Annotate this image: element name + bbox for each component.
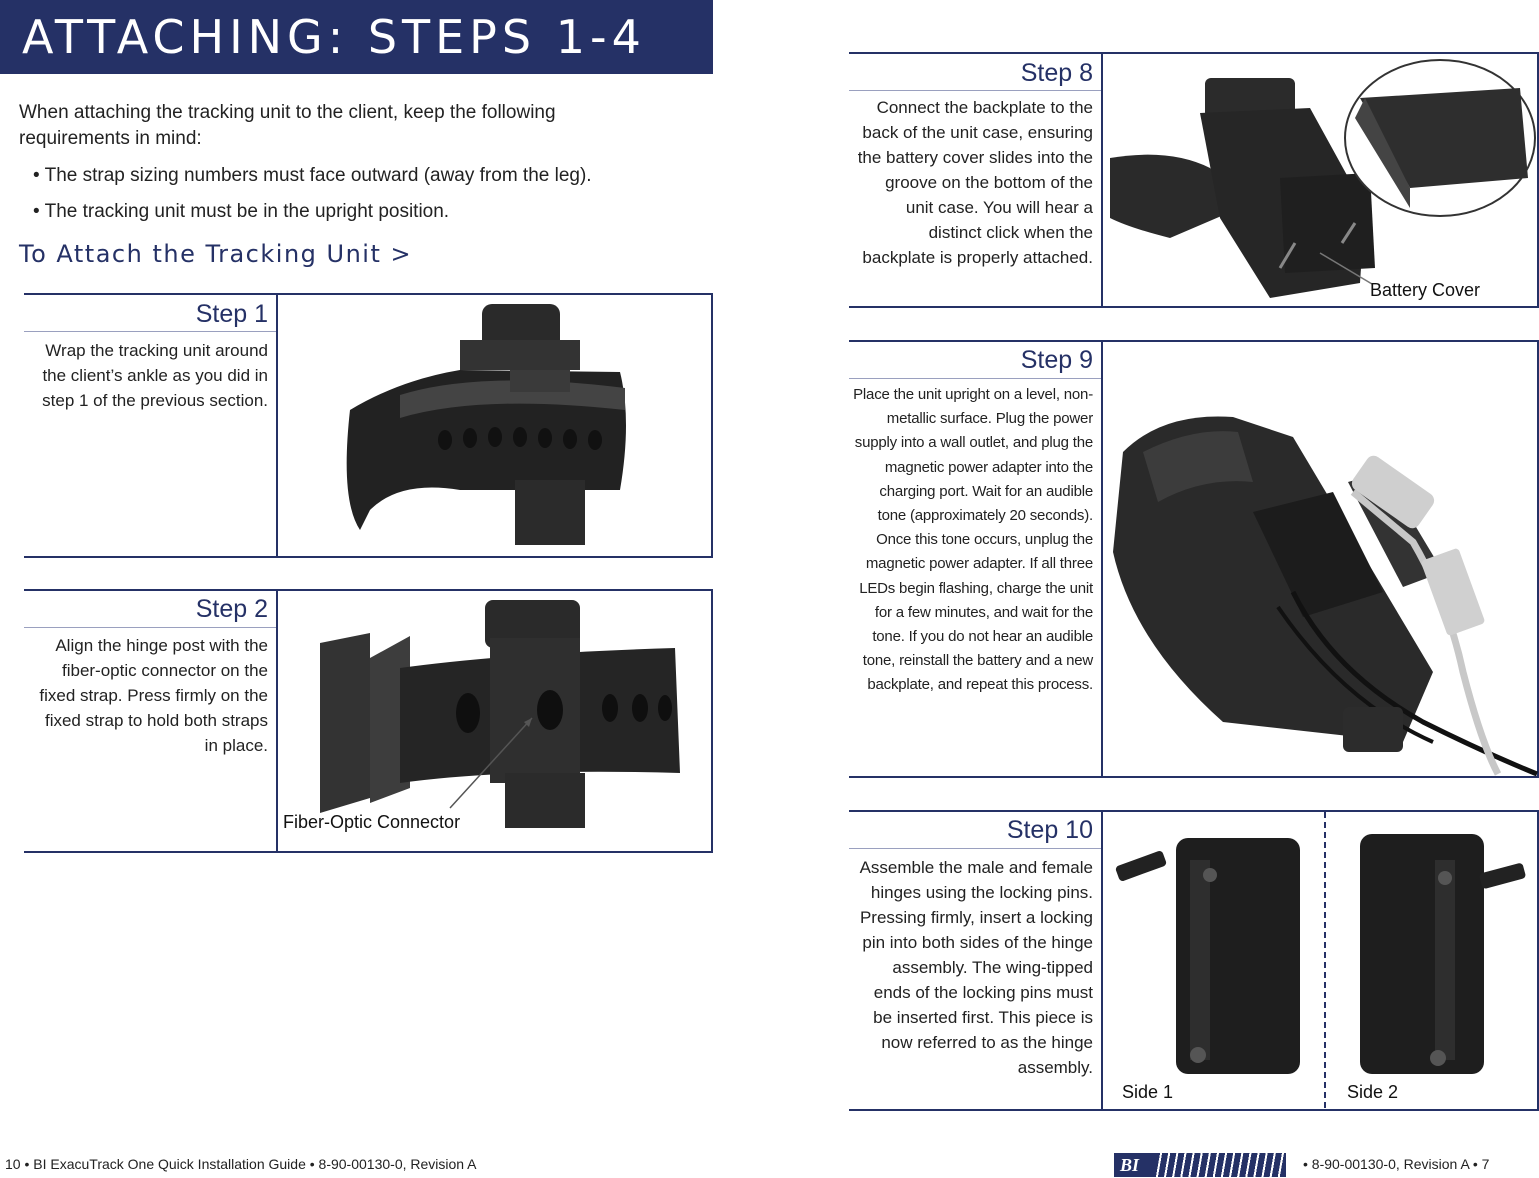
step-2-title: Step 2 bbox=[195, 595, 268, 623]
title-underline bbox=[849, 378, 1101, 379]
step-8-text: Connect the backplate to the back of the… bbox=[857, 98, 1093, 267]
footer-right: • 8-90-00130-0, Revision A • 7 bbox=[1303, 1156, 1490, 1172]
step-8-title: Step 8 bbox=[1020, 59, 1093, 87]
charging-photo bbox=[1113, 416, 1538, 777]
title-banner bbox=[0, 0, 713, 74]
step-top-rule bbox=[849, 810, 1539, 812]
step-top-rule bbox=[849, 340, 1539, 342]
title-underline bbox=[849, 848, 1101, 849]
step-frame-edge bbox=[1537, 340, 1539, 778]
side-1-label: Side 1 bbox=[1122, 1082, 1174, 1102]
step-bottom-rule bbox=[24, 556, 713, 558]
intro-paragraph: When attaching the tracking unit to the … bbox=[19, 102, 556, 149]
intro-text: When attaching the tracking unit to the … bbox=[19, 100, 639, 152]
battery-cover-label: Battery Cover bbox=[1370, 280, 1481, 300]
title-underline bbox=[849, 90, 1101, 91]
strap-wrap-photo bbox=[346, 304, 626, 545]
step-10-title: Step 10 bbox=[1006, 816, 1093, 844]
step-frame-edge bbox=[1537, 810, 1539, 1111]
step-bottom-rule bbox=[24, 851, 713, 853]
backplate-photo bbox=[1110, 59, 1536, 298]
step-top-rule bbox=[849, 52, 1539, 54]
step-9-text: Place the unit upright on a level, non-m… bbox=[853, 386, 1093, 694]
page-title: ATTACHING: STEPS 1-4 bbox=[22, 10, 646, 64]
step-frame-edge bbox=[1537, 52, 1539, 308]
step-frame-edge bbox=[711, 589, 713, 853]
step-top-rule bbox=[24, 589, 713, 591]
step-divider bbox=[276, 589, 278, 853]
step-divider bbox=[1101, 810, 1103, 1111]
hinge-side-2-photo bbox=[1360, 834, 1526, 1074]
step-top-rule bbox=[24, 293, 713, 295]
step-10-text: Assemble the male and female hinges usin… bbox=[859, 858, 1093, 1077]
title-underline bbox=[24, 627, 276, 628]
step-bottom-rule bbox=[849, 776, 1539, 778]
hinge-alignment-photo bbox=[320, 600, 680, 828]
footer-left: 10 • BI ExacuTrack One Quick Installatio… bbox=[5, 1156, 477, 1172]
step-9-title: Step 9 bbox=[1020, 346, 1093, 374]
step-bottom-rule bbox=[849, 1109, 1539, 1111]
step-divider bbox=[1101, 340, 1103, 778]
title-underline bbox=[24, 331, 276, 332]
step-1-text: Wrap the tracking unit around the client… bbox=[42, 341, 268, 410]
step-divider bbox=[276, 293, 278, 558]
step-2-text: Align the hinge post with the fiber-opti… bbox=[39, 636, 268, 755]
step-bottom-rule bbox=[849, 306, 1539, 308]
bi-logo-stripes bbox=[1154, 1153, 1286, 1177]
sides-divider bbox=[1324, 812, 1326, 1108]
fiber-optic-connector-label: Fiber-Optic Connector bbox=[283, 812, 461, 832]
step-divider bbox=[1101, 52, 1103, 308]
requirement-bullet: • The tracking unit must be in the uprig… bbox=[33, 201, 450, 222]
hinge-side-1-photo bbox=[1115, 838, 1300, 1074]
step-1-title: Step 1 bbox=[195, 300, 268, 328]
bi-logo: BI bbox=[1114, 1153, 1286, 1177]
side-2-label: Side 2 bbox=[1347, 1082, 1399, 1102]
section-title: To Attach the Tracking Unit > bbox=[19, 240, 413, 268]
requirement-bullet: • The strap sizing numbers must face out… bbox=[33, 165, 592, 186]
step-frame-edge bbox=[711, 293, 713, 558]
bi-logo-text: BI bbox=[1120, 1155, 1140, 1175]
